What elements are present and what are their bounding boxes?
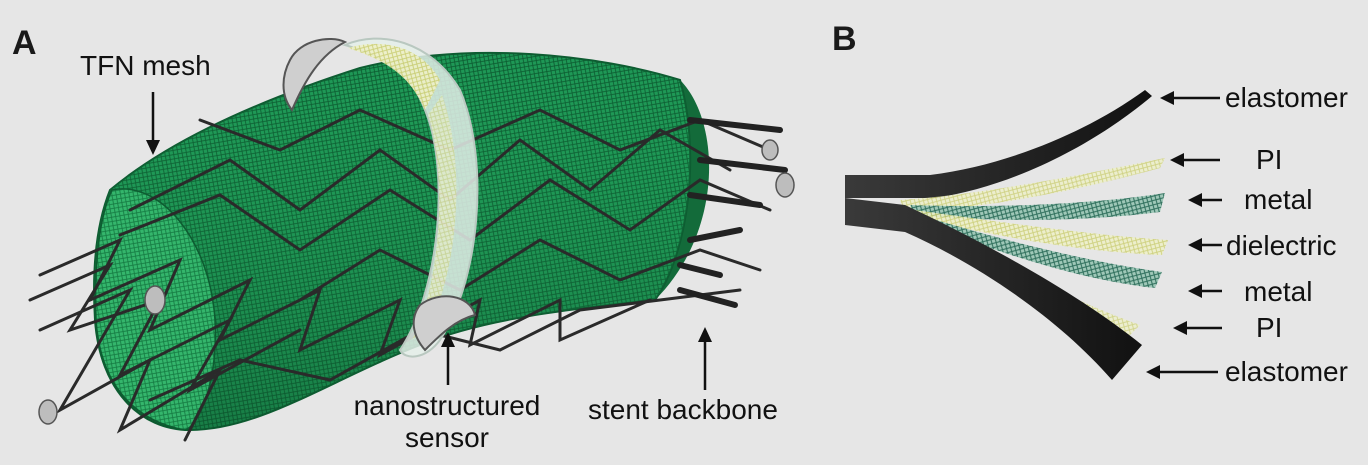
sensor-label-line2: sensor [404, 422, 490, 454]
layer-label-elastomer-top: elastomer [1225, 82, 1348, 113]
sensor-clip-top [282, 38, 348, 112]
layer-elastomer-top [845, 90, 1152, 198]
layer-label-elastomer-bottom: elastomer [1225, 356, 1348, 387]
tfn-mesh-label: TFN mesh [80, 50, 211, 81]
stent-graphic [28, 37, 795, 442]
layer-label-pi-bottom: PI [1256, 312, 1283, 343]
layer-stack-graphic [845, 90, 1168, 380]
panel-b-letter: B [832, 20, 857, 58]
layer-label-dielectric: dielectric [1226, 230, 1337, 261]
panel-b-arrows [1146, 91, 1222, 379]
panel-a-arrows [146, 92, 712, 390]
layer-elastomer-bottom [845, 198, 1142, 380]
sensor-label-line1: nanostructured [353, 390, 541, 421]
stent-backbone-wires [28, 108, 772, 442]
sensor-clip-bottom [412, 295, 477, 352]
stent-wire-ends [677, 117, 788, 308]
layer-label-pi-top: PI [1256, 144, 1283, 175]
stent-backbone-label: stent backbone [588, 394, 778, 425]
layer-metal-top [910, 193, 1165, 220]
panel-a-letter: A [12, 24, 37, 62]
layer-pi-top [900, 158, 1165, 212]
layer-label-metal-bottom: metal [1244, 276, 1313, 307]
layer-metal-bottom [920, 215, 1162, 288]
stent-eyelets [38, 139, 795, 425]
layer-dielectric [915, 210, 1168, 255]
layer-label-metal-top: metal [1244, 184, 1313, 215]
sensor-label: nanostructured sensor [342, 390, 552, 454]
